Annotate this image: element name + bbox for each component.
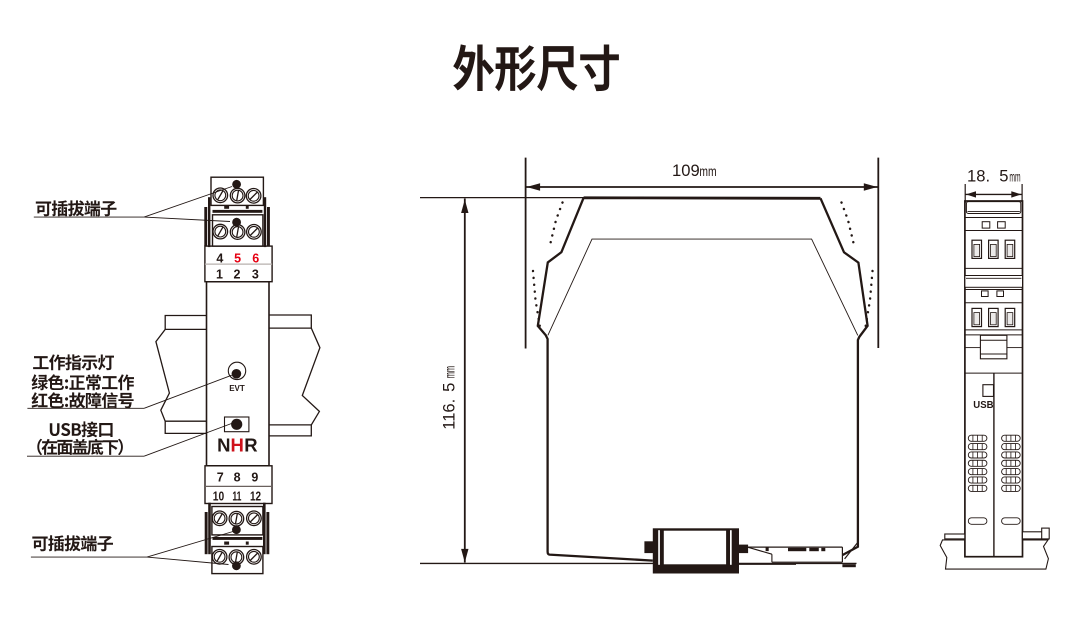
svg-text:mm: mm [699, 164, 716, 179]
svg-text:11: 11 [232, 490, 241, 504]
svg-text:116.: 116. [440, 399, 459, 430]
svg-text:4: 4 [216, 252, 223, 266]
svg-text:R: R [244, 435, 257, 456]
svg-text:5: 5 [440, 383, 459, 392]
svg-text:1: 1 [216, 267, 223, 281]
svg-text:7: 7 [217, 471, 224, 485]
svg-text:10: 10 [213, 490, 224, 504]
svg-text:3: 3 [252, 267, 259, 281]
svg-text:9: 9 [251, 471, 258, 485]
svg-text:12: 12 [250, 490, 261, 504]
svg-text:mm: mm [443, 366, 458, 378]
svg-text:6: 6 [252, 252, 259, 266]
svg-text:109: 109 [672, 161, 700, 180]
svg-text:18.: 18. [967, 166, 990, 185]
svg-text:USB: USB [973, 400, 993, 411]
svg-text:5: 5 [999, 166, 1008, 185]
svg-text:N: N [217, 435, 230, 456]
svg-text:8: 8 [234, 471, 241, 485]
svg-text:2: 2 [234, 267, 241, 281]
svg-text:H: H [231, 435, 244, 456]
svg-text:5: 5 [234, 252, 241, 266]
svg-text:EVT: EVT [229, 384, 245, 393]
svg-text:mm: mm [1009, 169, 1020, 184]
